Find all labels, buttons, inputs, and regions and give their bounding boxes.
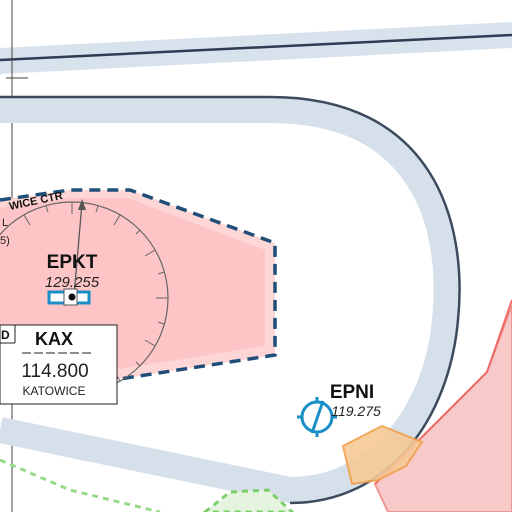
epkt-airport-icon[interactable] <box>47 288 91 306</box>
navaid-partial-label: D <box>1 328 10 342</box>
green-zone-bottom <box>202 488 295 512</box>
airway-line <box>0 33 512 62</box>
epni-frequency-label: 119.275 <box>331 403 381 419</box>
epkt-frequency-label: 129.255 <box>45 274 100 291</box>
epni-icao-label: EPNI <box>330 382 374 403</box>
navaid-info-box[interactable]: D KAX 114.800 KATOWICE <box>0 324 118 405</box>
danger-area <box>341 424 424 486</box>
epni-airport-icon[interactable] <box>297 397 337 437</box>
left-edge-fragment: L <box>2 217 8 229</box>
epkt-icao-label: EPKT <box>47 252 98 273</box>
navaid-name: KATOWICE <box>23 384 86 398</box>
left-edge-fragment: 5) <box>0 235 10 247</box>
navaid-ident: KAX <box>35 329 73 349</box>
green-zone-left <box>0 458 161 512</box>
navaid-frequency: 114.800 <box>21 361 88 382</box>
